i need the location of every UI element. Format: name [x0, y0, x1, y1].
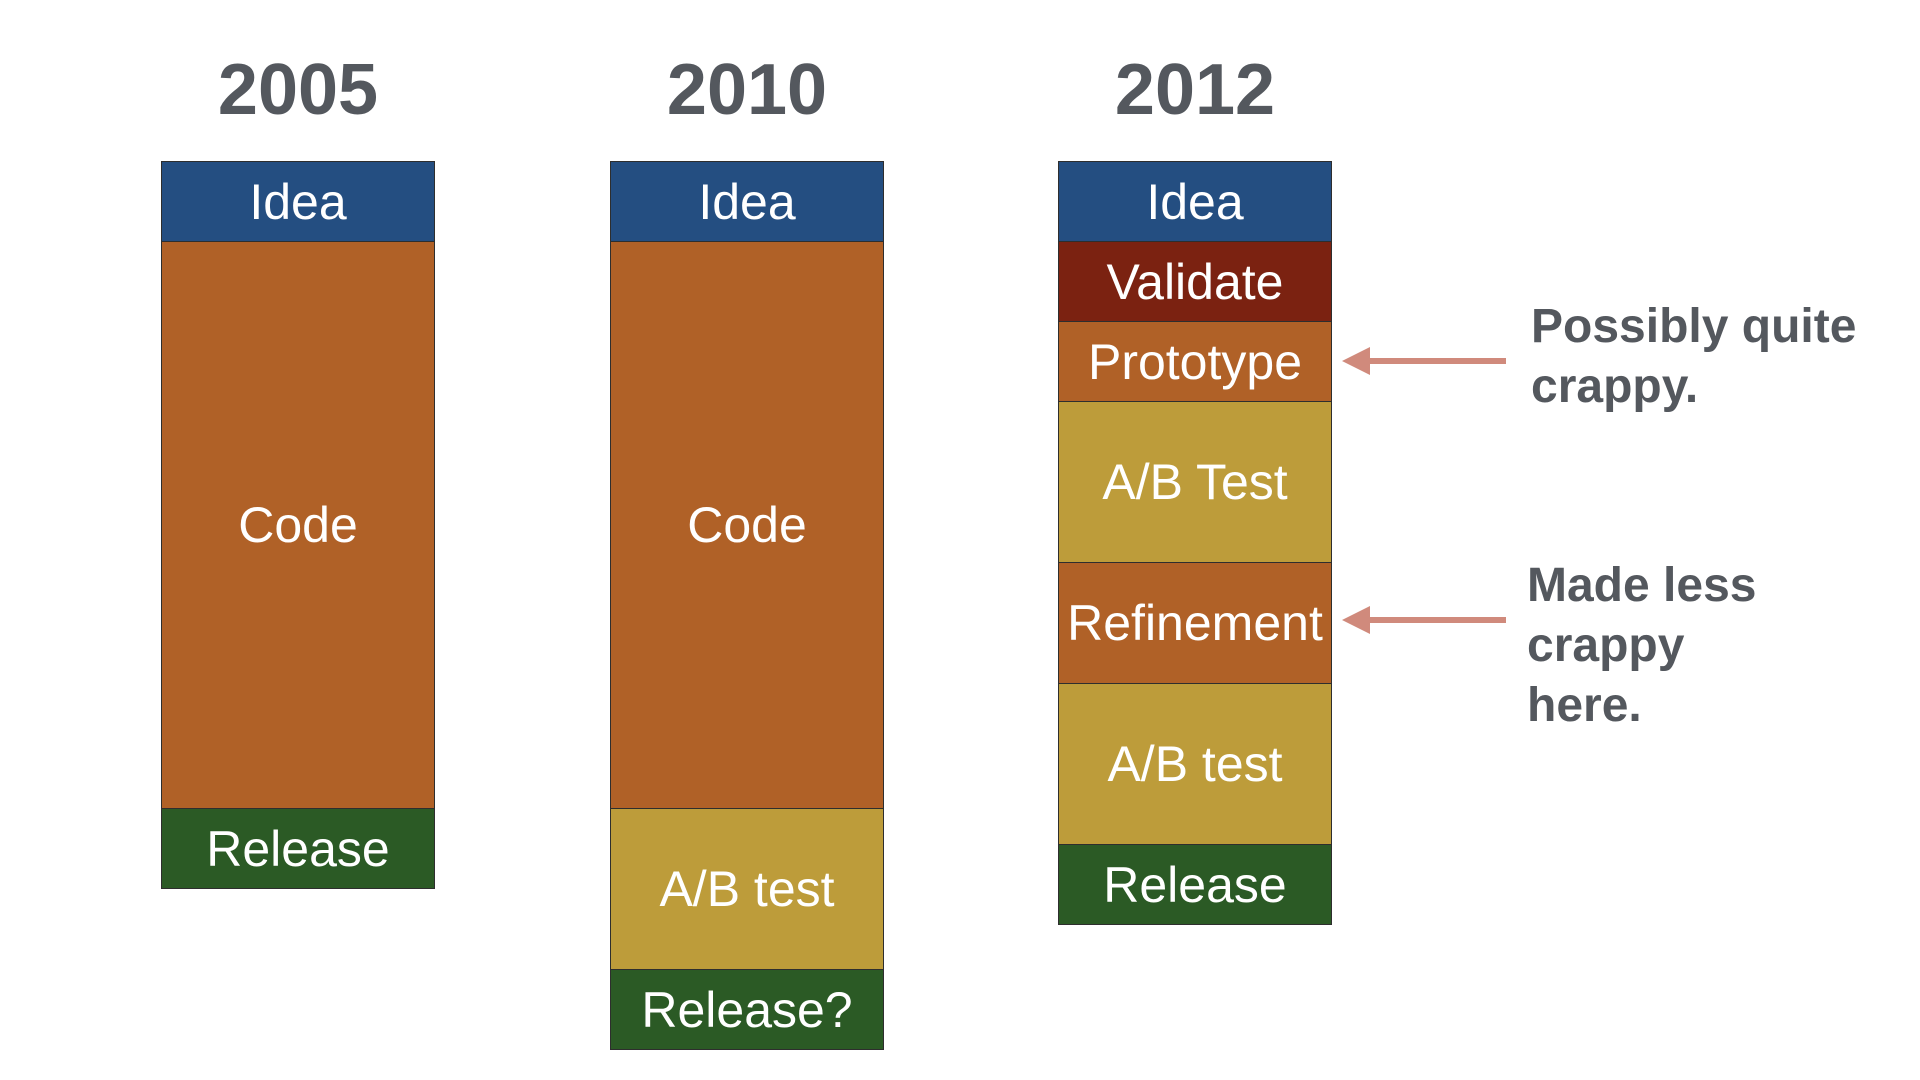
- segment-prototype: Prototype: [1058, 321, 1332, 402]
- segment-refinement: Refinement: [1058, 562, 1332, 684]
- arrow-left-icon: [1342, 606, 1506, 634]
- segment-validate: Validate: [1058, 241, 1332, 322]
- annotation-refinement: Made less crappy here.: [1527, 559, 1757, 732]
- segment-release: Release: [161, 808, 435, 889]
- segment-idea: Idea: [161, 161, 435, 242]
- segment-release: Release?: [610, 969, 884, 1050]
- segment-ab-test-2: A/B test: [1058, 683, 1332, 845]
- arrow-left-icon: [1342, 347, 1506, 375]
- segment-idea: Idea: [1058, 161, 1332, 242]
- year-heading-2005: 2005: [217, 50, 379, 130]
- column-2005: Idea Code Release: [161, 161, 435, 889]
- annotation-prototype: Possibly quite crappy.: [1531, 300, 1857, 413]
- column-2012: Idea Validate Prototype A/B Test Refinem…: [1058, 161, 1332, 925]
- year-heading-2012: 2012: [1114, 50, 1276, 130]
- segment-code: Code: [610, 241, 884, 809]
- segment-ab-test: A/B Test: [1058, 401, 1332, 563]
- segment-idea: Idea: [610, 161, 884, 242]
- segment-release: Release: [1058, 844, 1332, 925]
- segment-code: Code: [161, 241, 435, 809]
- column-2010: Idea Code A/B test Release?: [610, 161, 884, 1050]
- segment-ab-test: A/B test: [610, 808, 884, 970]
- year-heading-2010: 2010: [666, 50, 828, 130]
